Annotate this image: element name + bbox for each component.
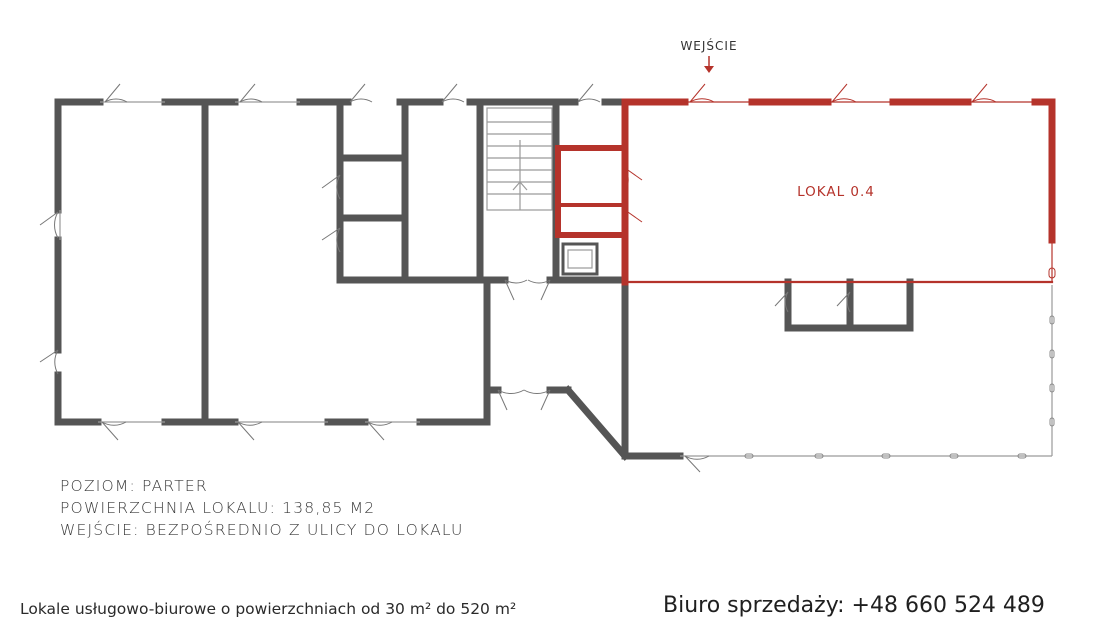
sales-office-phone: Biuro sprzedaży: +48 660 524 489: [663, 593, 1045, 618]
door-symbols: [39, 83, 851, 473]
unit-outline: [555, 98, 1056, 286]
window-markers: [744, 315, 1055, 459]
entrance-arrow: [704, 56, 714, 73]
area-info: POWIERZCHNIA LOKALU: 138,85 M2: [60, 499, 376, 517]
entrance-label: WEJŚCIE: [680, 38, 737, 53]
entrance-info: WEJŚCIE: BEZPOŚREDNIO Z ULICY DO LOKALU: [60, 521, 464, 539]
offer-description: Lokale usługowo-biurowe o powierzchniach…: [20, 600, 517, 618]
building-walls: [54, 98, 914, 461]
glazing-lines: [59, 101, 1053, 457]
unit-doors: [624, 83, 997, 233]
level-info: POZIOM: PARTER: [60, 477, 208, 495]
unit-label: LOKAL 0.4: [797, 184, 875, 200]
